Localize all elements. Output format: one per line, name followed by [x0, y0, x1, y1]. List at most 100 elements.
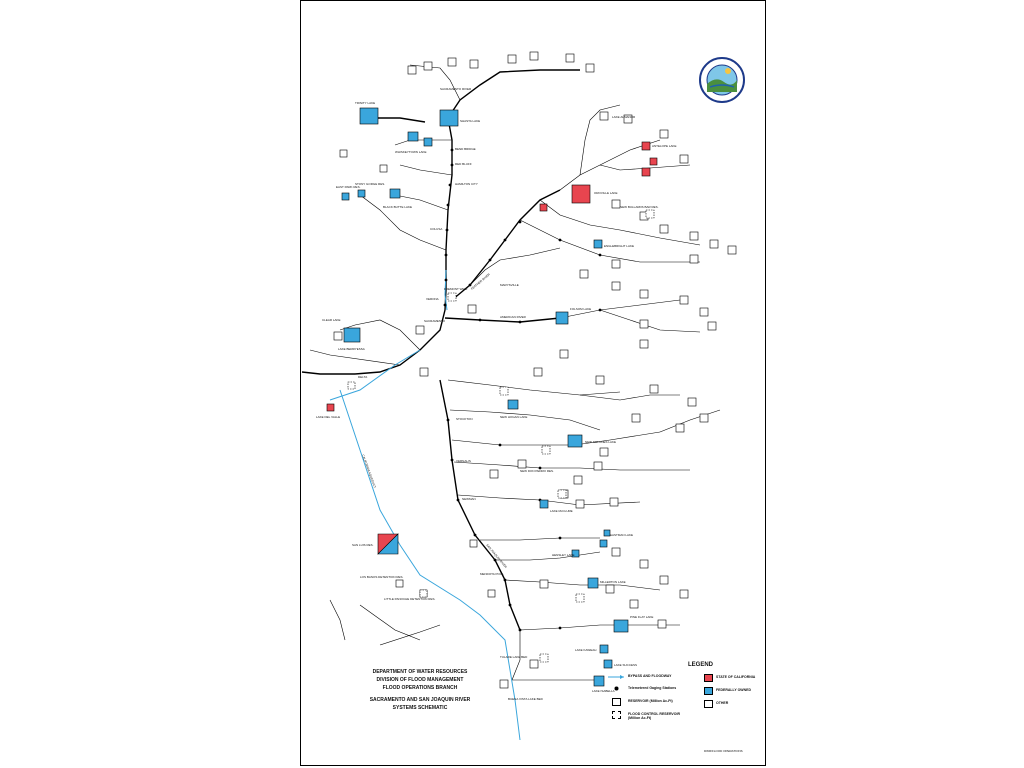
delta-line [301, 371, 355, 375]
bypass-line-icon [608, 675, 624, 679]
label-verona: VERONA [426, 297, 439, 301]
legend-gauging: Telemetered Gaging Stations [628, 686, 677, 690]
mcclure-box [539, 499, 549, 509]
kaweah-box [599, 644, 609, 654]
eastman-box [599, 539, 608, 548]
trinity-line [370, 117, 426, 123]
label-mendota: MENDOTA POOL [480, 572, 504, 576]
title-line-5: SYSTEMS SCHEMATIC [392, 705, 448, 711]
label-mcclure: LAKE McCLURE [550, 509, 573, 513]
gaging-stations [443, 148, 602, 632]
legend-title: LEGEND [688, 662, 714, 668]
label-american-river: AMERICAN RIVER [500, 315, 527, 319]
label-stony-gorge: STONY GORGE RES. [355, 182, 385, 186]
label-isabella: LAKE ISABELLA [592, 689, 615, 693]
pit-river-line [447, 69, 580, 119]
label-los-banos: LOS BANOS DETENTION RES. [360, 575, 404, 579]
legend-bypass: BYPASS AND FLOODWAY [628, 674, 672, 678]
schematic-sheet [300, 0, 766, 766]
san-luis-split-box [377, 533, 399, 555]
title-block: DEPARTMENT OF WATER RESOURCES DIVISION O… [360, 668, 480, 712]
label-newman: NEWMAN [462, 497, 476, 501]
berryessa-box [343, 327, 361, 343]
oroville-box [571, 184, 591, 204]
label-trinity: TRINITY LAKE [355, 101, 375, 105]
englebright-box [593, 239, 603, 249]
frenchman-box [641, 167, 651, 177]
label-sacramento: SACRAMENTO [424, 319, 446, 323]
state-swatch-icon [704, 674, 713, 682]
legend-flood-control: FLOOD CONTROL RESERVOIR (Million Ac-Ft) [628, 712, 680, 720]
new-melones-box [567, 434, 583, 448]
label-san-luis: SAN LUIS RES. [352, 543, 374, 547]
cal-aqueduct-line [339, 389, 521, 741]
label-oroville: OROVILLE LAKE [594, 191, 618, 195]
isabella-box [593, 675, 605, 687]
hensley-box [571, 549, 580, 558]
label-englebright: ENGLEBRIGHT LAKE [604, 244, 634, 248]
label-fremont-weir: FREMONT WEIR [444, 287, 468, 291]
map-labels: TRINITY LAKE SHASTA LAKE WHISKEYTOWN LAK… [316, 101, 677, 701]
state-reservoirs [326, 141, 658, 412]
label-east-park: EAST PARK RES. [336, 185, 361, 189]
label-new-hogan: NEW HOGAN LAKE [500, 415, 527, 419]
keswick-box [423, 137, 433, 147]
stony-gorge-box [357, 189, 366, 198]
label-tulare: TULARE LAKE BED [500, 655, 528, 659]
millerton-box [587, 577, 599, 589]
label-colusa: COLUSA [430, 227, 442, 231]
label-millerton: MILLERTON LAKE [600, 580, 626, 584]
label-little-panoche: LITTLE PANOCHE DETENTION RES. [384, 597, 435, 601]
legend-reservoir: RESERVOIR (Million Ac-Ft) [628, 699, 673, 703]
yolo-bypass-line [329, 349, 421, 401]
label-vernalis: VERNALIS [456, 459, 471, 463]
label-sacramento-river: SACRAMENTO RIVER [440, 87, 472, 91]
title-line-3: FLOOD OPERATIONS BRANCH [382, 685, 458, 691]
success-box [603, 659, 613, 669]
legend-state: STATE OF CALIFORNIA [716, 675, 756, 679]
label-lake-del-valle: LAKE DEL VALLE [316, 415, 340, 419]
label-stockton: STOCKTON [456, 417, 473, 421]
outflow-lines [329, 599, 441, 646]
title-line-4: SACRAMENTO AND SAN JOAQUIN RIVER [369, 697, 471, 703]
label-folsom: FOLSOM LAKE [570, 307, 591, 311]
label-bullards-bar: NEW BULLARDS BAR RES. [620, 205, 659, 209]
shasta-box [439, 109, 459, 127]
label-red-bluff: RED BLUFF [455, 162, 472, 166]
legend: LEGEND BYPASS AND FLOODWAY Telemetered G… [608, 660, 758, 750]
label-bend-bridge: BEND BRIDGE [455, 147, 476, 151]
label-success: LAKE SUCCESS [614, 663, 637, 667]
other-swatch-icon [704, 700, 713, 708]
label-san-joaquin-river: SAN JOAQUIN RIVER [485, 543, 508, 569]
label-hensley: HENSLEY LAKE [552, 553, 574, 557]
river-name-labels: FEATHER RIVER SAN JOAQUIN RIVER CALIFORN… [361, 87, 527, 570]
gaging-dot-icon [614, 686, 619, 691]
label-clear-lake: CLEAR LAKE [322, 318, 341, 322]
footer-credit: DWR/FLOOD OPERATIONS [704, 749, 743, 753]
label-black-butte: BLACK BUTTE LAKE [383, 205, 412, 209]
label-shasta: SHASTA LAKE [460, 119, 480, 123]
other-reservoirs [333, 51, 737, 689]
trinity-box [359, 107, 379, 125]
label-buena-vista: BUENA VISTA LAKE BED [508, 697, 544, 701]
label-kaweah: LAKE KAWEAH [575, 648, 596, 652]
dwr-seal-icon [699, 57, 745, 103]
label-antelope: ANTELOPE LAKE [652, 144, 677, 148]
terminus-box [603, 529, 611, 537]
title-line-1: DEPARTMENT OF WATER RESOURCES [372, 669, 468, 675]
flood-control-box-icon [612, 711, 621, 719]
legend-federal: FEDERALLY OWNED [716, 688, 752, 692]
label-hamilton-city: HAMILTON CITY [455, 182, 478, 186]
new-hogan-box [507, 399, 519, 410]
thermalito-box [539, 203, 548, 212]
whiskeytown-box [407, 131, 419, 142]
black-butte-box [389, 188, 401, 199]
folsom-box [555, 311, 569, 325]
label-eastman: EASTMAN LAKE [610, 533, 633, 537]
federal-swatch-icon [704, 687, 713, 695]
label-berryessa: LAKE BERRYESSA [338, 347, 365, 351]
title-line-2: DIVISION OF FLOOD MANAGEMENT [376, 677, 464, 683]
label-delta: DELTA [358, 375, 367, 379]
label-almanor: LAKE ALMANOR [612, 115, 636, 119]
antelope-box [641, 141, 651, 151]
